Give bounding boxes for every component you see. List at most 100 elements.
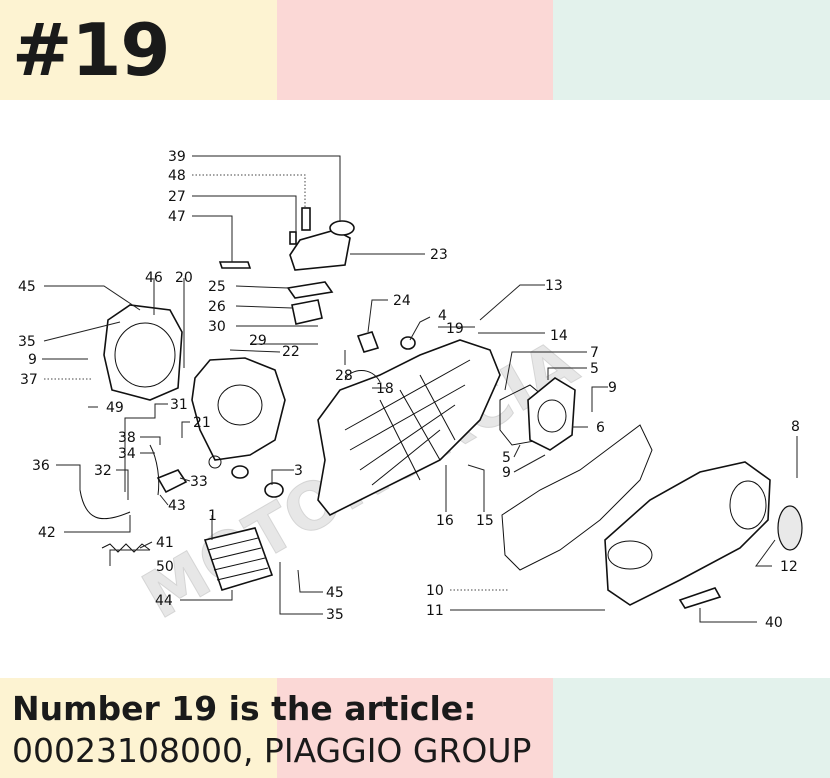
callout-30: 30 — [208, 319, 226, 335]
cylinder-fins — [207, 537, 269, 581]
callout-45: 45 — [18, 279, 36, 295]
main-crankcase — [317, 339, 501, 517]
callout-4: 4 — [438, 308, 447, 324]
callout-9b: 9 — [608, 380, 617, 396]
band-segment-mint — [553, 0, 830, 100]
callout-10: 10 — [426, 583, 444, 599]
callout-44: 44 — [155, 593, 173, 609]
leader-lines — [42, 155, 798, 623]
bracket-plate — [218, 261, 252, 269]
parts-drawing — [79, 207, 803, 609]
band-segment-pink — [276, 0, 554, 100]
callout-19: 19 — [446, 321, 464, 337]
thermostat-housing — [356, 331, 380, 353]
callout-7: 7 — [590, 345, 599, 361]
bushing-3b — [264, 482, 284, 498]
foam-pad-40 — [678, 587, 722, 609]
callout-37: 37 — [20, 372, 38, 388]
crankcase-left-half — [191, 357, 286, 461]
reed-valve-block — [291, 299, 323, 325]
callout-12: 12 — [780, 559, 798, 575]
footer-color-band — [0, 678, 830, 778]
callout-47: 47 — [168, 209, 186, 225]
callout-46: 46 — [145, 270, 163, 286]
callout-38: 38 — [118, 430, 136, 446]
cover-6-boss — [537, 399, 567, 433]
band-segment-yellow — [0, 678, 277, 778]
cylinder-1 — [203, 527, 274, 591]
callout-15: 15 — [476, 513, 494, 529]
callout-40: 40 — [765, 615, 783, 631]
left-case-cover — [103, 304, 183, 401]
callout-45b: 45 — [326, 585, 344, 601]
transmission-cover-11 — [604, 461, 771, 606]
header-color-band — [0, 0, 830, 100]
callout-42: 42 — [38, 525, 56, 541]
callout-35: 35 — [18, 334, 36, 350]
clutch-cover-6 — [527, 377, 576, 451]
callout-33: 33 — [190, 474, 208, 490]
callout-29: 29 — [249, 333, 267, 349]
callout-13: 13 — [545, 278, 563, 294]
callout-23: 23 — [430, 247, 448, 263]
callout-11: 11 — [426, 603, 444, 619]
caption-article-number: 00023108000, PIAGGIO GROUP — [12, 731, 532, 770]
bushing-3a — [231, 465, 249, 479]
callout-50: 50 — [156, 559, 174, 575]
transmission-gasket-10 — [501, 424, 653, 571]
band-segment-yellow — [0, 0, 277, 100]
callout-32: 32 — [94, 463, 112, 479]
exploded-parts-diagram: MOTORURCIA — [18, 149, 803, 634]
callout-9: 9 — [28, 352, 37, 368]
callout-35b: 35 — [326, 607, 344, 623]
callout-43: 43 — [168, 498, 186, 514]
mount-boss — [208, 455, 222, 469]
oil-seal — [400, 336, 416, 350]
reed-stud — [301, 207, 311, 231]
callout-24: 24 — [393, 293, 411, 309]
intake-manifold — [289, 229, 351, 271]
callout-16: 16 — [436, 513, 454, 529]
cover-lower-bulge — [607, 540, 653, 570]
reed-gasket — [286, 281, 334, 299]
band-segment-mint — [553, 678, 830, 778]
callout-5b: 5 — [502, 450, 511, 466]
part-number-title: #19 — [12, 8, 171, 92]
cover-recess — [114, 322, 176, 388]
stud-small — [289, 231, 297, 245]
spring-50 — [101, 543, 151, 553]
callout-26: 26 — [208, 299, 226, 315]
cable-38 — [149, 444, 160, 496]
air-filter-12 — [777, 505, 803, 551]
callout-5: 5 — [590, 361, 599, 377]
crank-bore — [217, 384, 263, 426]
band-segment-pink — [276, 678, 554, 778]
callout-36: 36 — [32, 458, 50, 474]
callout-18: 18 — [376, 381, 394, 397]
callout-27: 27 — [168, 189, 186, 205]
callout-3: 3 — [294, 463, 303, 479]
callout-20: 20 — [175, 270, 193, 286]
callout-6: 6 — [596, 420, 605, 436]
callout-41: 41 — [156, 535, 174, 551]
callout-14: 14 — [550, 328, 568, 344]
callout-34: 34 — [118, 446, 136, 462]
callout-9c: 9 — [502, 465, 511, 481]
callout-labels: 39 48 27 47 23 25 26 30 29 22 24 4 19 13… — [18, 149, 800, 631]
callout-8: 8 — [791, 419, 800, 435]
crankcase-ribs — [344, 359, 471, 486]
caption-heading: Number 19 is the article: — [12, 689, 477, 728]
callout-48: 48 — [168, 168, 186, 184]
cable-42 — [79, 489, 131, 520]
callout-28: 28 — [335, 368, 353, 384]
callout-21: 21 — [193, 415, 211, 431]
callout-49: 49 — [106, 400, 124, 416]
hose-18 — [344, 370, 381, 383]
callout-25: 25 — [208, 279, 226, 295]
intake-ring — [329, 220, 355, 236]
callout-22: 22 — [282, 344, 300, 360]
lever-43 — [156, 469, 188, 494]
cover-vent — [729, 480, 767, 530]
callout-1: 1 — [208, 508, 217, 524]
callout-39: 39 — [168, 149, 186, 165]
